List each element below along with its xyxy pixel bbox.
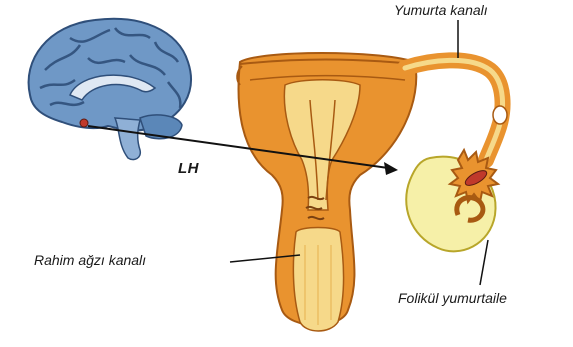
- ovary-illustration: [406, 150, 498, 251]
- pituitary-gland: [80, 119, 88, 127]
- label-cervix: Rahim ağzı kanalı: [34, 252, 146, 268]
- oviduct-bulb: [493, 106, 507, 124]
- brainstem: [115, 118, 140, 160]
- label-oviduct: Yumurta kanalı: [394, 2, 488, 18]
- label-follicle: Folikül yumurtaile: [398, 290, 507, 306]
- oviduct: [405, 60, 503, 160]
- leader-follicle: [480, 240, 488, 285]
- brain-icon: [29, 19, 191, 160]
- label-lh: LH: [178, 160, 199, 177]
